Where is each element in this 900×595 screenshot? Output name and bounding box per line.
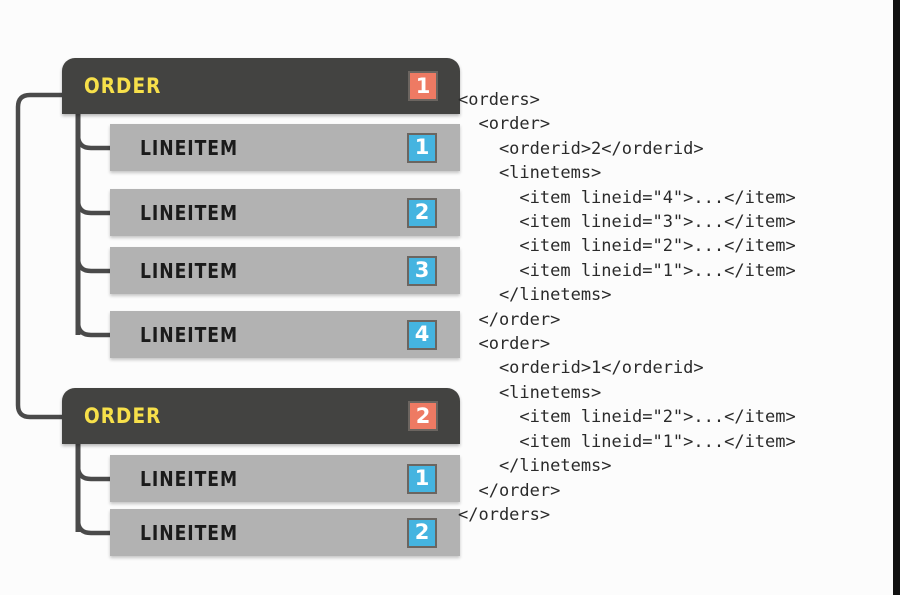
xml-line: <item lineid="2">...</item> xyxy=(458,236,796,257)
lineitem-node-1-4-label: LINEITEM xyxy=(140,322,239,347)
xml-line: <linetems> xyxy=(458,382,602,403)
xml-line: <orderid>2</orderid> xyxy=(458,138,704,159)
xml-line: <orders> xyxy=(458,90,540,110)
order-node-1-label: ORDER xyxy=(84,74,162,98)
lineitem-node-2-1-label: LINEITEM xyxy=(140,466,239,491)
order-node-2-badge: 2 xyxy=(408,401,438,431)
order-node-1[interactable]: ORDER 1 xyxy=(62,58,460,114)
lineitem-node-2-1-badge: 1 xyxy=(407,463,437,494)
lineitem-node-1-1-label: LINEITEM xyxy=(140,135,239,160)
xml-line: <linetems> xyxy=(458,163,602,184)
xml-line: </linetems> xyxy=(458,456,612,477)
xml-line: <order> xyxy=(458,334,551,355)
lineitem-node-2-1[interactable]: LINEITEM 1 xyxy=(110,455,460,502)
right-edge-strip xyxy=(893,0,900,595)
xml-line: <order> xyxy=(458,114,551,135)
xml-line: <item lineid="2">...</item> xyxy=(458,407,796,428)
lineitem-node-1-2[interactable]: LINEITEM 2 xyxy=(110,189,460,236)
lineitem-node-1-4-badge: 4 xyxy=(407,319,437,350)
xml-line: </order> xyxy=(458,309,561,330)
xml-line: </order> xyxy=(458,480,561,501)
xml-line: <item lineid="1">...</item> xyxy=(458,260,796,281)
lineitem-node-1-4[interactable]: LINEITEM 4 xyxy=(110,311,460,358)
xml-line: </linetems> xyxy=(458,285,612,306)
xml-line: <item lineid="1">...</item> xyxy=(458,431,796,452)
xml-line: <item lineid="3">...</item> xyxy=(458,212,796,233)
lineitem-node-1-1-badge: 1 xyxy=(407,132,437,163)
lineitem-node-1-3-badge: 3 xyxy=(407,255,437,286)
order-node-2[interactable]: ORDER 2 xyxy=(62,388,460,444)
order-node-1-badge: 1 xyxy=(408,71,438,101)
xml-code-block: <orders> <order> <orderid>2</orderid> <l… xyxy=(458,88,898,527)
lineitem-node-1-3-label: LINEITEM xyxy=(140,258,239,283)
lineitem-node-2-2-badge: 2 xyxy=(407,517,437,548)
order-node-2-label: ORDER xyxy=(84,404,162,428)
lineitem-node-2-2[interactable]: LINEITEM 2 xyxy=(110,509,460,556)
xml-line: <item lineid="4">...</item> xyxy=(458,187,796,208)
lineitem-node-1-3[interactable]: LINEITEM 3 xyxy=(110,247,460,294)
xml-line: </orders> xyxy=(458,504,551,525)
lineitem-node-1-2-badge: 2 xyxy=(407,197,437,228)
xml-line: <orderid>1</orderid> xyxy=(458,358,704,379)
lineitem-node-1-1[interactable]: LINEITEM 1 xyxy=(110,124,460,171)
lineitem-node-1-2-label: LINEITEM xyxy=(140,200,239,225)
lineitem-node-2-2-label: LINEITEM xyxy=(140,520,239,545)
